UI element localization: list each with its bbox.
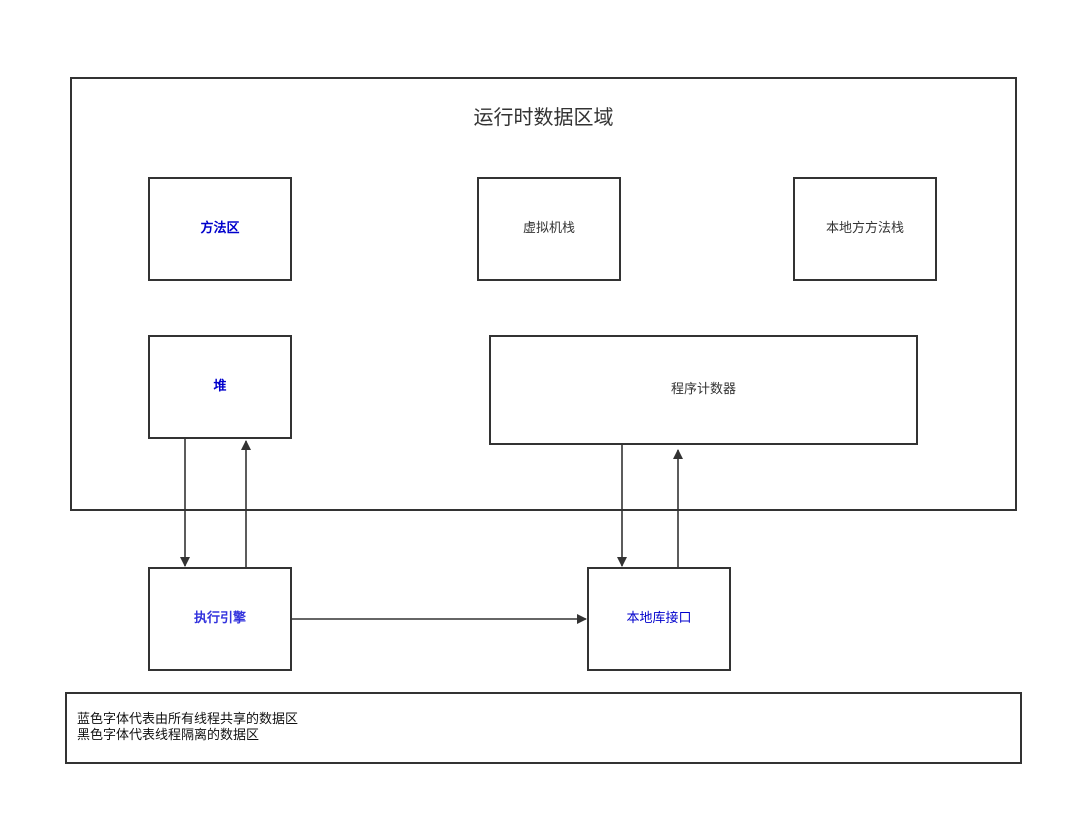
runtime-data-area: 运行时数据区域	[70, 77, 1017, 511]
method-area-label: 方法区	[200, 221, 240, 236]
native-interface-label: 本地库接口	[626, 611, 692, 626]
program-counter-label: 程序计数器	[670, 382, 736, 397]
runtime-data-area-title: 运行时数据区域	[473, 105, 614, 129]
program-counter-box: 程序计数器	[489, 335, 918, 445]
legend-line-isolated: 黑色字体代表线程隔离的数据区	[77, 728, 260, 743]
native-interface-box: 本地库接口	[587, 567, 731, 671]
legend-line-shared: 蓝色字体代表由所有线程共享的数据区	[77, 712, 299, 727]
heap-label: 堆	[213, 379, 227, 394]
legend-box: 蓝色字体代表由所有线程共享的数据区 黑色字体代表线程隔离的数据区	[65, 692, 1022, 764]
execution-engine-label: 执行引擎	[193, 611, 246, 626]
execution-engine-box: 执行引擎	[148, 567, 292, 671]
native-method-stack-box: 本地方方法栈	[793, 177, 937, 281]
vm-stack-label: 虚拟机栈	[522, 221, 575, 236]
vm-stack-box: 虚拟机栈	[477, 177, 621, 281]
method-area-box: 方法区	[148, 177, 292, 281]
native-method-stack-label: 本地方方法栈	[825, 221, 904, 236]
heap-box: 堆	[148, 335, 292, 439]
